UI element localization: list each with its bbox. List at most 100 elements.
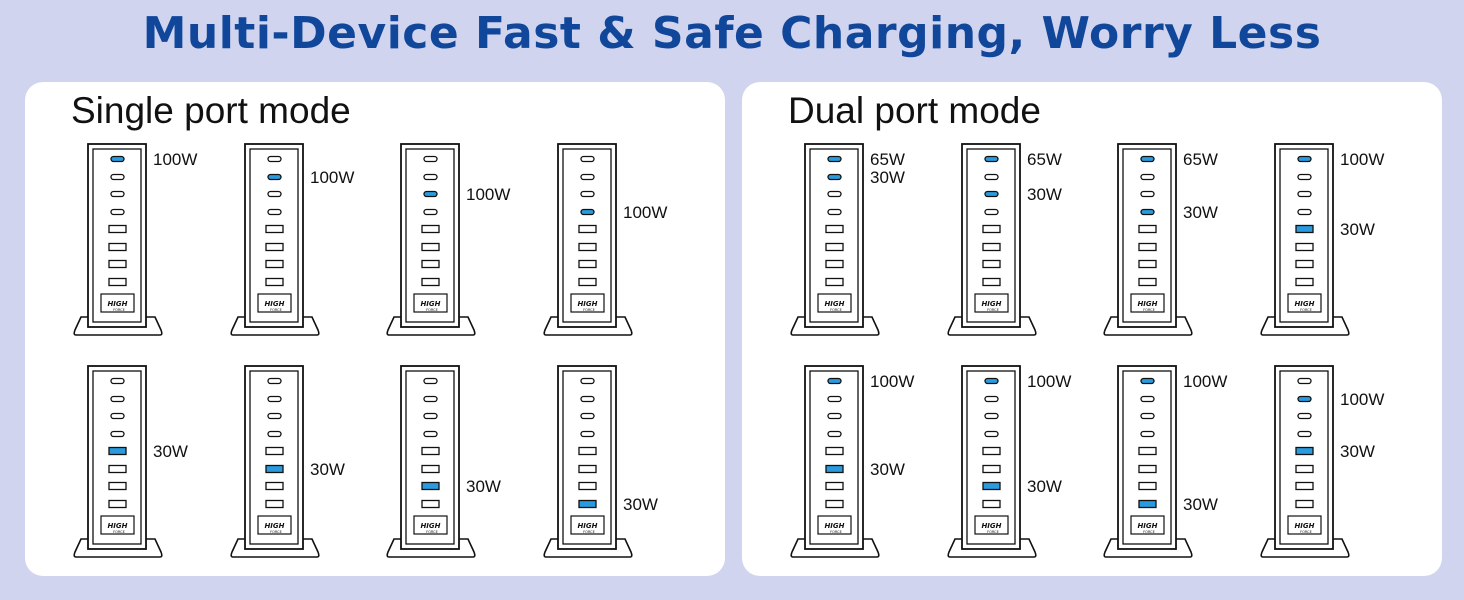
- usb-a-port: [421, 464, 440, 474]
- usb-c-port-active: [827, 155, 842, 163]
- usb-a-port: [108, 464, 127, 474]
- wattage-label: 65W: [1183, 150, 1218, 169]
- wattage-label: 100W: [153, 150, 198, 169]
- brand-logo: [570, 293, 605, 313]
- wattage-label: 30W: [1183, 203, 1218, 222]
- usb-a-port: [421, 446, 440, 456]
- usb-a-port: [265, 446, 284, 456]
- usb-a-port: [421, 224, 440, 234]
- usb-a-port: [108, 499, 127, 509]
- usb-a-port: [982, 277, 1001, 287]
- usb-c-port: [984, 430, 999, 438]
- svg-text:HIGH: HIGH: [824, 300, 844, 308]
- svg-text:FORCE: FORCE: [426, 530, 438, 534]
- wattage-label: 100W: [870, 372, 915, 391]
- usb-c-port: [827, 190, 842, 198]
- usb-a-port: [1295, 481, 1314, 491]
- svg-text:HIGH: HIGH: [420, 300, 440, 308]
- svg-text:FORCE: FORCE: [1300, 308, 1312, 312]
- usb-a-port: [825, 224, 844, 234]
- usb-c-port: [1297, 190, 1312, 198]
- usb-a-port: [421, 277, 440, 287]
- usb-c-port-active: [110, 155, 125, 163]
- brand-logo: [817, 293, 852, 313]
- wattage-label: 30W: [1340, 442, 1375, 461]
- svg-text:FORCE: FORCE: [1143, 530, 1155, 534]
- usb-a-port: [421, 499, 440, 509]
- usb-a-port: [578, 224, 597, 234]
- wattage-label: 30W: [310, 460, 345, 479]
- brand-logo: [570, 515, 605, 535]
- usb-a-port: [1295, 259, 1314, 269]
- svg-text:FORCE: FORCE: [987, 308, 999, 312]
- usb-c-port: [423, 395, 438, 403]
- usb-a-port: [1295, 499, 1314, 509]
- usb-c-port-active: [1297, 155, 1312, 163]
- svg-text:HIGH: HIGH: [1294, 522, 1314, 530]
- svg-text:FORCE: FORCE: [270, 308, 282, 312]
- svg-text:HIGH: HIGH: [981, 522, 1001, 530]
- usb-c-port: [110, 377, 125, 385]
- usb-c-port: [267, 430, 282, 438]
- usb-c-port: [1140, 412, 1155, 420]
- brand-logo: [257, 293, 292, 313]
- usb-c-port: [423, 208, 438, 216]
- usb-c-port-active: [827, 377, 842, 385]
- svg-text:FORCE: FORCE: [830, 530, 842, 534]
- usb-c-port: [267, 395, 282, 403]
- usb-c-port: [423, 377, 438, 385]
- usb-a-port: [825, 277, 844, 287]
- usb-c-port: [110, 208, 125, 216]
- usb-a-port: [825, 259, 844, 269]
- usb-a-port: [1295, 277, 1314, 287]
- usb-c-port: [827, 430, 842, 438]
- panel-title: Single port mode: [71, 90, 351, 131]
- usb-a-port: [982, 259, 1001, 269]
- wattage-label: 30W: [1027, 477, 1062, 496]
- svg-text:HIGH: HIGH: [1137, 300, 1157, 308]
- usb-a-port-active: [265, 464, 284, 474]
- svg-text:FORCE: FORCE: [426, 308, 438, 312]
- usb-a-port: [578, 481, 597, 491]
- brand-logo: [413, 293, 448, 313]
- svg-text:HIGH: HIGH: [107, 522, 127, 530]
- usb-c-port: [267, 190, 282, 198]
- usb-c-port: [1297, 377, 1312, 385]
- wattage-label: 30W: [153, 442, 188, 461]
- usb-a-port: [108, 259, 127, 269]
- svg-text:HIGH: HIGH: [577, 300, 597, 308]
- usb-c-port: [580, 430, 595, 438]
- usb-a-port: [1138, 446, 1157, 456]
- svg-text:FORCE: FORCE: [830, 308, 842, 312]
- wattage-label: 30W: [1183, 495, 1218, 514]
- usb-a-port: [265, 499, 284, 509]
- svg-text:FORCE: FORCE: [987, 530, 999, 534]
- usb-a-port: [982, 242, 1001, 252]
- usb-c-port: [1297, 173, 1312, 181]
- usb-a-port-active: [578, 499, 597, 509]
- svg-text:FORCE: FORCE: [1143, 308, 1155, 312]
- usb-c-port-active: [267, 173, 282, 181]
- usb-c-port: [984, 412, 999, 420]
- usb-c-port: [110, 430, 125, 438]
- usb-a-port: [265, 481, 284, 491]
- brand-logo: [413, 515, 448, 535]
- svg-text:HIGH: HIGH: [264, 300, 284, 308]
- usb-a-port: [578, 277, 597, 287]
- usb-a-port: [421, 242, 440, 252]
- usb-a-port: [578, 464, 597, 474]
- usb-a-port: [825, 446, 844, 456]
